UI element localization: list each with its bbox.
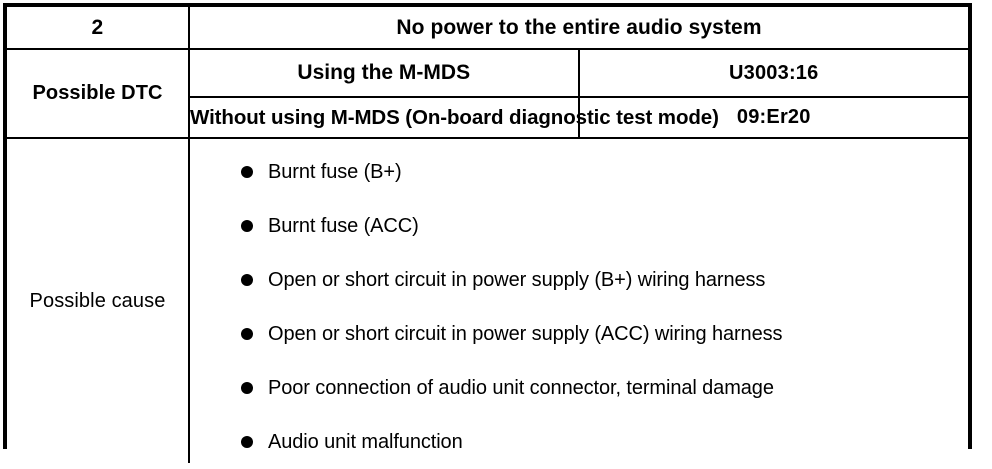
bullet-icon xyxy=(241,436,253,448)
possible-cause-list-cell: Burnt fuse (B+) Burnt fuse (ACC) Open or… xyxy=(188,137,968,463)
symptom-number: 2 xyxy=(91,15,104,39)
bullet-icon xyxy=(241,274,253,286)
symptom-title: No power to the entire audio system xyxy=(396,15,762,39)
dtc-code-cell-onboard: 09:Er20 xyxy=(577,96,968,139)
table-row-symptom-title: 2 No power to the entire audio system xyxy=(7,7,968,50)
table-row-possible-cause: Possible cause Burnt fuse (B+) Burnt fus… xyxy=(7,137,968,463)
bullet-icon xyxy=(241,166,253,178)
dtc-method-cell-onboard: Without using M-MDS (On-board diagnostic… xyxy=(189,96,719,139)
list-item: Burnt fuse (ACC) xyxy=(190,199,968,253)
list-item-label: Open or short circuit in power supply (B… xyxy=(268,269,766,291)
dtc-code-cell-mmds: U3003:16 xyxy=(577,48,968,98)
possible-cause-list: Burnt fuse (B+) Burnt fuse (ACC) Open or… xyxy=(190,145,968,469)
dtc-method-cell-mmds: Using the M-MDS xyxy=(188,48,580,98)
dtc-method-mmds: Using the M-MDS xyxy=(297,61,471,84)
list-item: Open or short circuit in power supply (A… xyxy=(190,307,968,361)
list-item: Open or short circuit in power supply (B… xyxy=(190,253,968,307)
list-item: Burnt fuse (B+) xyxy=(190,145,968,199)
symptom-grid: 2 No power to the entire audio system Po… xyxy=(7,7,968,463)
dtc-code-onboard: 09:Er20 xyxy=(736,106,811,128)
table-row-dtc-onboard: Without using M-MDS (On-board diagnostic… xyxy=(7,96,968,139)
list-item-label: Burnt fuse (B+) xyxy=(268,161,402,183)
list-item-label: Open or short circuit in power supply (A… xyxy=(268,323,783,345)
dtc-method-onboard: Without using M-MDS (On-board diagnostic… xyxy=(190,105,719,129)
possible-dtc-label: Possible DTC xyxy=(32,82,163,104)
possible-dtc-label-cell: Possible DTC xyxy=(7,48,190,139)
diagnostic-symptom-table: 2 No power to the entire audio system Po… xyxy=(3,3,972,463)
possible-cause-label-cell: Possible cause xyxy=(7,137,190,463)
bullet-icon xyxy=(241,382,253,394)
symptom-number-cell: 2 xyxy=(7,7,190,50)
table-row-dtc-mmds: Possible DTC Using the M-MDS U3003:16 xyxy=(7,48,968,139)
list-item: Poor connection of audio unit connector,… xyxy=(190,361,968,415)
list-item-label: Audio unit malfunction xyxy=(268,431,463,453)
dtc-code-mmds: U3003:16 xyxy=(729,61,819,84)
possible-cause-label: Possible cause xyxy=(29,289,166,312)
symptom-title-cell: No power to the entire audio system xyxy=(188,7,968,50)
list-item: Audio unit malfunction xyxy=(190,415,968,469)
list-item-label: Poor connection of audio unit connector,… xyxy=(268,377,774,399)
bullet-icon xyxy=(241,220,253,232)
list-item-label: Burnt fuse (ACC) xyxy=(268,215,419,237)
bullet-icon xyxy=(241,328,253,340)
